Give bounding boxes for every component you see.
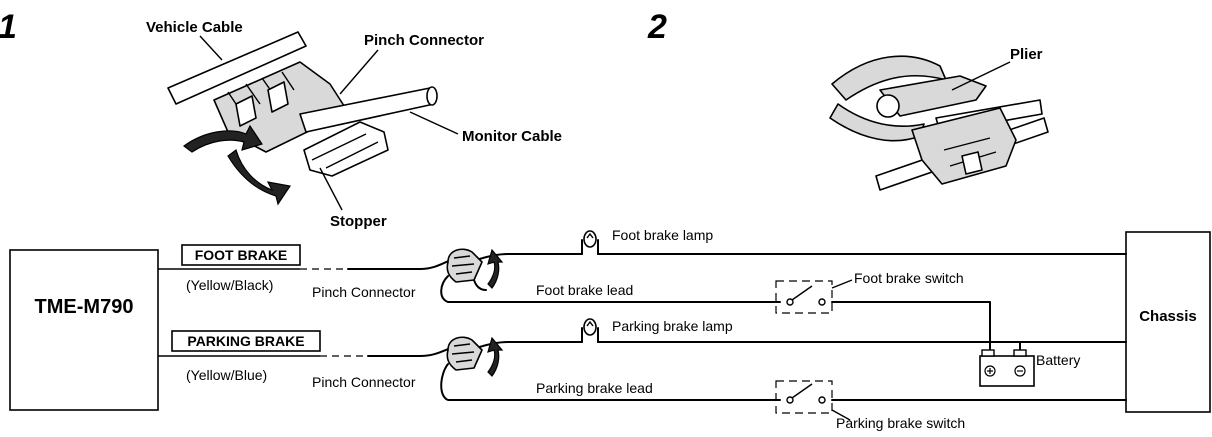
pinch-connector-2: [446, 336, 504, 377]
foot-brake-tag-label: FOOT BRAKE: [195, 247, 288, 263]
chassis-label: Chassis: [1139, 308, 1197, 325]
pinch-connector-1: [446, 248, 504, 289]
plier-handle-top: [831, 55, 947, 101]
tme-m790-label: TME-M790: [35, 296, 134, 318]
step-1-number: 1: [0, 8, 17, 46]
pinch-arrow-icon-1: [487, 248, 504, 289]
parking-brake-switch-icon: [775, 380, 833, 414]
parking-brake-color: (Yellow/Blue): [186, 367, 267, 383]
plier-label: Plier: [1010, 46, 1043, 63]
chassis-box: [1125, 231, 1211, 413]
vehicle-cable-label: Vehicle Cable: [146, 19, 243, 36]
fold-arrow-icon: [227, 149, 292, 206]
step-1-illustration: [167, 31, 438, 206]
parking-brake-tag-label: PARKING BRAKE: [187, 333, 304, 349]
close-arrow-icon: [182, 124, 263, 153]
step-2-illustration: [829, 55, 1049, 191]
parking-brake-lamp-label: Parking brake lamp: [612, 318, 733, 334]
step-2-number: 2: [647, 8, 667, 46]
battery-label: Battery: [1036, 352, 1080, 368]
stopper-cap: [303, 121, 389, 177]
plier-pivot: [876, 94, 900, 118]
battery-icon: [979, 349, 1035, 387]
foot-brake-signal-wire: [347, 257, 457, 270]
connector-blades: [235, 81, 289, 127]
foot-brake-lead-label: Foot brake lead: [536, 282, 633, 298]
foot-brake-lamp-icon: [583, 230, 597, 248]
parking-brake-tag: [171, 330, 321, 352]
pinch-connector-label: Pinch Connector: [364, 32, 484, 49]
parking-brake-switch-label: Parking brake switch: [836, 415, 965, 431]
connector-teeth: [227, 71, 295, 111]
parking-brake-lead-wire: [440, 363, 781, 401]
foot-brake-lead-wire: [440, 275, 781, 303]
stopper-label: Stopper: [330, 213, 387, 230]
parking-brake-lamp-icon: [583, 318, 597, 336]
plier-connector: [911, 107, 1017, 185]
foot-brake-switch-label: Foot brake switch: [854, 270, 964, 286]
parking-brake-lead-label: Parking brake lead: [536, 380, 653, 396]
pinch-arrow-icon-2: [487, 336, 504, 377]
foot-brake-switch-icon: [775, 280, 833, 314]
pinch-connector-label-1: Pinch Connector: [312, 284, 416, 300]
monitor-cable-end: [426, 86, 438, 106]
parking-brake-signal-wire: [367, 345, 457, 357]
foot-brake-color: (Yellow/Black): [186, 277, 273, 293]
foot-brake-tag: [181, 244, 301, 266]
pinch-connector-label-2: Pinch Connector: [312, 374, 416, 390]
monitor-cable-label: Monitor Cable: [462, 128, 562, 145]
vehicle-cable: [167, 31, 307, 105]
foot-brake-lamp-label: Foot brake lamp: [612, 227, 713, 243]
plier-handle-bottom: [829, 103, 925, 142]
tme-m790-unit: [9, 249, 159, 411]
